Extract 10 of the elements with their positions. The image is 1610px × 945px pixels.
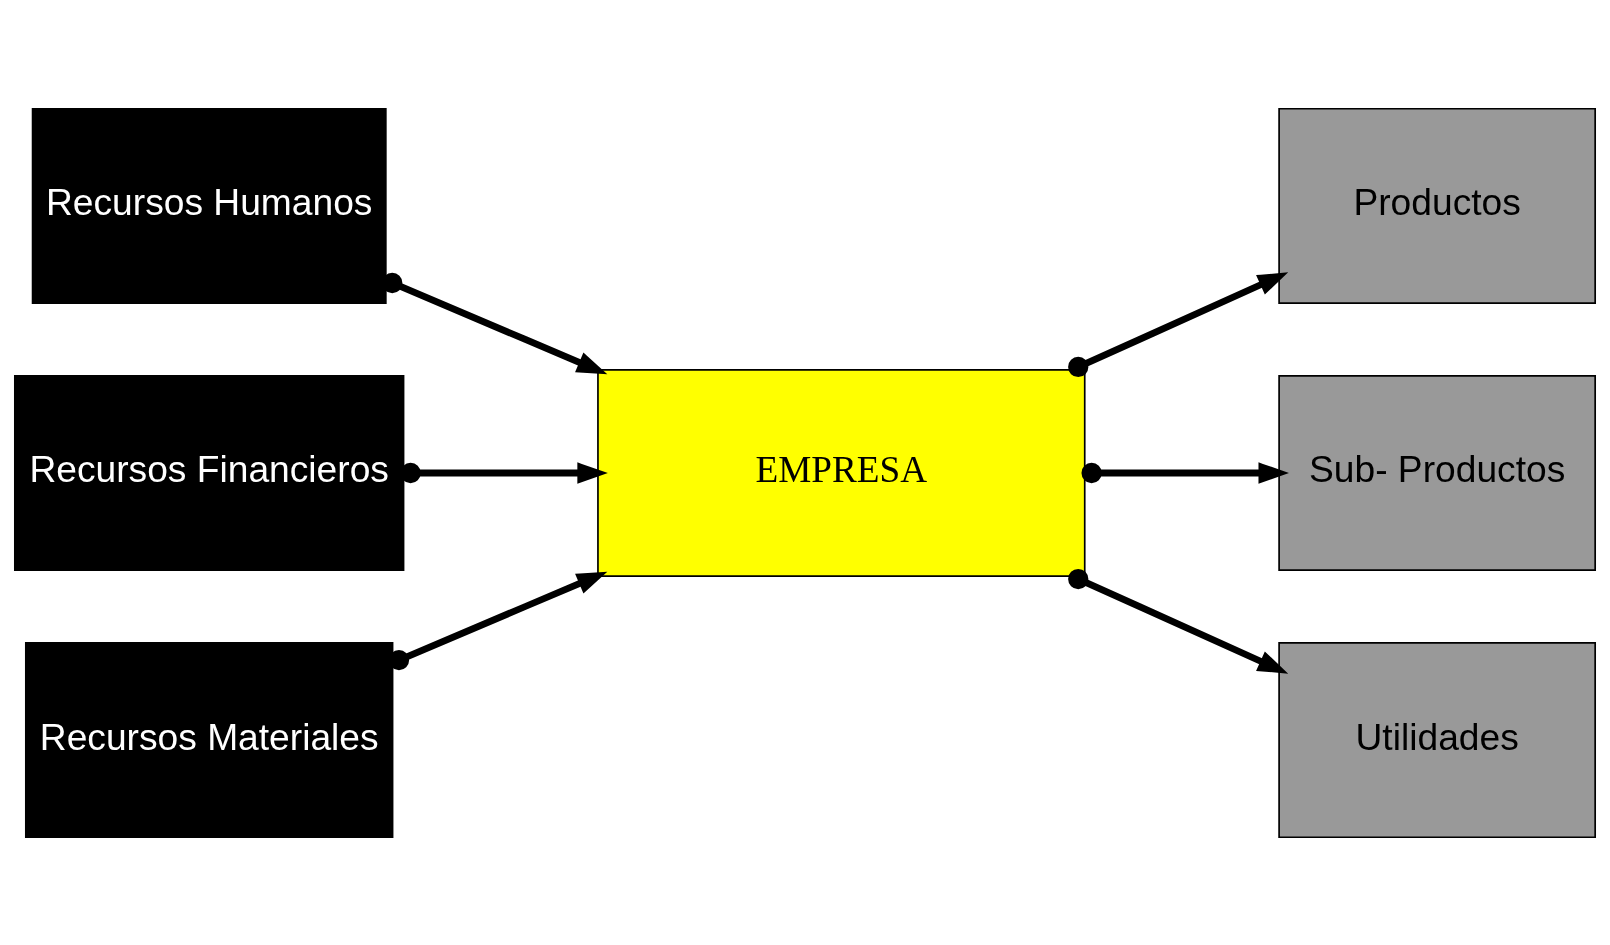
- node-box: Productos: [1278, 107, 1596, 304]
- node-box: Recursos Humanos: [31, 107, 387, 304]
- node-box: Recursos Financieros: [14, 374, 405, 571]
- node-box: EMPRESA: [597, 368, 1086, 577]
- node-box: Sub- Productos: [1278, 374, 1596, 571]
- arrow: [1081, 461, 1289, 484]
- arrow: [1068, 271, 1289, 377]
- node-box: Utilidades: [1278, 641, 1596, 838]
- node-box: Recursos Materiales: [24, 641, 394, 838]
- arrow: [1068, 568, 1289, 674]
